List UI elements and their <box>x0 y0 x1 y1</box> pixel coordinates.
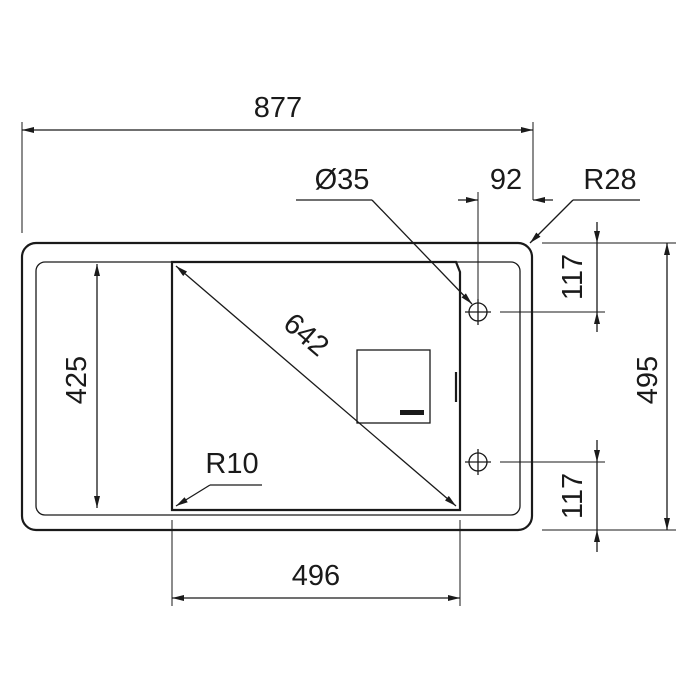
dim-overall-width: 877 <box>254 92 302 124</box>
sink-outer-outline <box>20 241 534 532</box>
dim-overall-depth: 495 <box>632 356 664 404</box>
dim-hole-offset-bottom: 117 <box>557 473 589 519</box>
dim-bowl-height: 425 <box>61 356 93 404</box>
dim-tap-hole-diameter: Ø35 <box>315 164 370 196</box>
tap-hole-top <box>465 299 491 325</box>
bowl-outline <box>170 260 462 512</box>
dim-tap-hole-offset: 92 <box>490 164 522 196</box>
dim-bowl-diagonal: 642 <box>277 307 335 363</box>
dim-line-bowl-diagonal <box>175 265 457 507</box>
dim-corner-radius-outer: R28 <box>583 164 636 196</box>
tap-hole-bottom <box>465 449 491 475</box>
leader-inner-radius-arrow <box>175 484 211 507</box>
leader-outer-radius-arrow <box>529 199 574 244</box>
dim-bowl-width: 496 <box>292 560 340 592</box>
sink-inner-outline <box>35 261 521 516</box>
drain-cover-grille <box>400 410 424 415</box>
dim-inner-corner-radius: R10 <box>205 448 258 480</box>
leader-diameter-arrow <box>371 199 473 305</box>
dim-hole-offset-top: 117 <box>557 254 589 300</box>
